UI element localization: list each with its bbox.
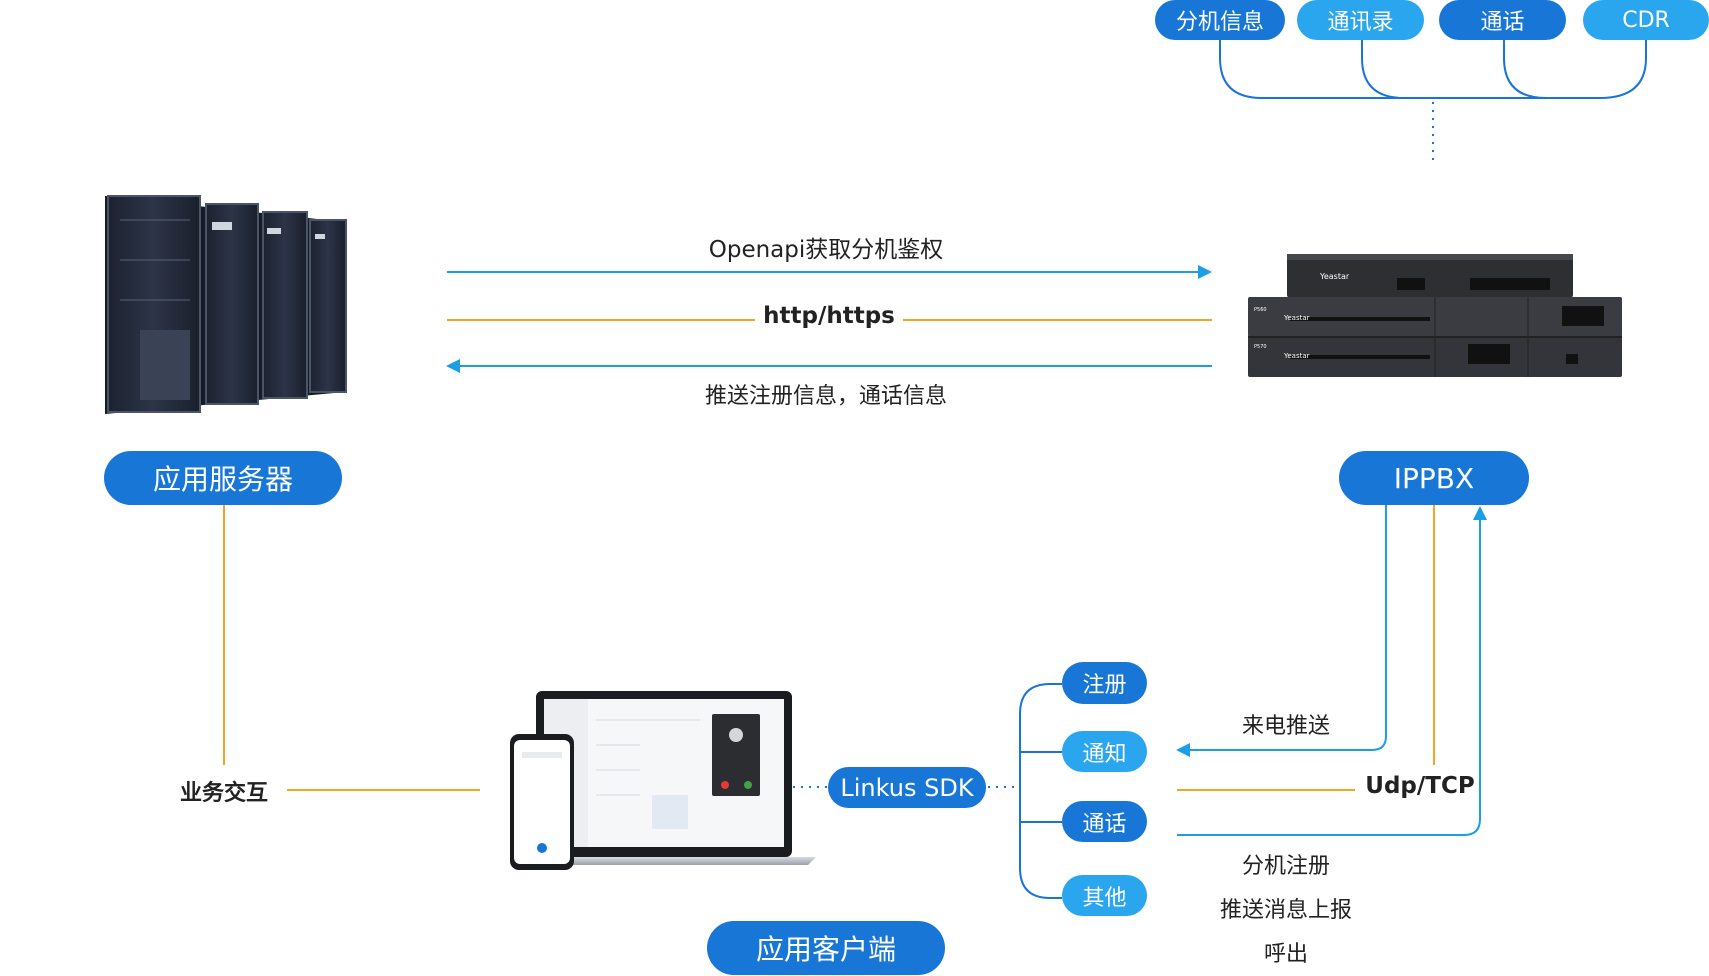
client-to-pbx-dial: 呼出 — [1263, 942, 1308, 967]
client-to-pbx-report: 推送消息上报 — [1219, 898, 1352, 923]
pbx-brand-bottom: Yeastar — [1283, 352, 1310, 360]
client-to-pbx-register: 分机注册 — [1241, 854, 1330, 879]
biz-interaction-line — [223, 505, 480, 791]
openapi-label: Openapi获取分机鉴权 — [708, 237, 944, 263]
tag-contacts: 通讯录 — [1297, 0, 1424, 40]
pbx-brand-top: Yeastar — [1319, 272, 1350, 281]
register-report-arrow — [1177, 506, 1487, 836]
top-tags-bracket — [1219, 38, 1647, 99]
app-server-node: 应用服务器 — [104, 451, 342, 505]
ippbx-node: IPPBX — [1339, 451, 1529, 505]
pbx-model-a: P560 — [1254, 307, 1267, 313]
tag-cdr: CDR — [1583, 0, 1709, 40]
push-info-label: 推送注册信息，通话信息 — [704, 384, 947, 409]
incoming-push-arrow — [1176, 505, 1387, 757]
pbx-model-b: P570 — [1254, 344, 1267, 350]
server-rack-illustration — [105, 195, 347, 414]
pbx-brand-mid: Yeastar — [1283, 314, 1310, 322]
ippbx-hardware-illustration: Yeastar Yeastar Yeastar P560 P570 — [1248, 254, 1622, 377]
linkus-sdk-node: Linkus SDK — [828, 767, 986, 808]
biz-interaction-label: 业务交互 — [179, 781, 268, 806]
app-client-node: 应用客户端 — [707, 921, 945, 975]
sdk-function-call: 通话 — [1062, 801, 1147, 842]
sdk-function-other: 其他 — [1062, 875, 1147, 916]
openapi-arrow — [447, 265, 1212, 279]
client-devices-illustration — [510, 691, 816, 870]
incoming-push-label: 来电推送 — [1241, 714, 1330, 739]
sdk-function-notify: 通知 — [1062, 731, 1147, 772]
udp-tcp-label: Udp/TCP — [1365, 773, 1475, 799]
push-info-arrow — [446, 359, 1212, 373]
tag-calls: 通话 — [1439, 0, 1566, 40]
tag-extension-info: 分机信息 — [1155, 0, 1285, 40]
sdk-functions-bracket — [1019, 683, 1062, 899]
sdk-function-register: 注册 — [1062, 662, 1147, 704]
http-label: http/https — [763, 303, 895, 329]
udp-tcp-line — [1177, 505, 1435, 791]
